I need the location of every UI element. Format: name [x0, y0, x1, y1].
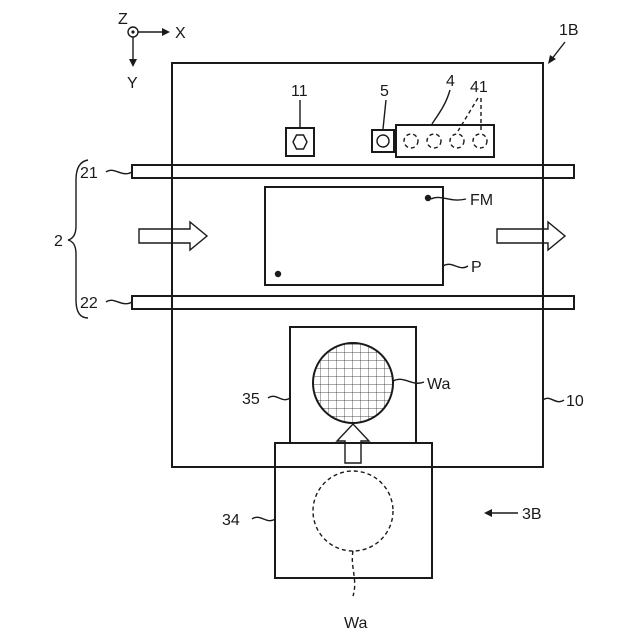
- conveyor-label: 2: [54, 233, 63, 250]
- item-35-label: 35: [242, 391, 260, 408]
- rail-lower-label: 22: [80, 295, 98, 312]
- board-label: P: [471, 259, 482, 276]
- item-34-label: 34: [222, 512, 240, 529]
- frame-label: 10: [566, 393, 584, 410]
- item-5-label: 5: [380, 83, 389, 100]
- fiducial-label: FM: [470, 192, 493, 209]
- outbound-arrow: [497, 222, 565, 250]
- axis-x-label: X: [175, 25, 186, 42]
- component-5: 5: [372, 83, 394, 152]
- component-11: 11: [286, 83, 314, 156]
- machine-ref-label: 1B: [559, 22, 579, 39]
- upper-rail: [132, 165, 574, 178]
- item-4-label: 4: [446, 73, 455, 90]
- camera-lens-icon: [377, 135, 389, 147]
- axis-y-label: Y: [127, 75, 138, 92]
- wafer-lower-label: Wa: [344, 615, 368, 632]
- item-11-label: 11: [291, 83, 308, 100]
- wafer-label: Wa: [427, 376, 451, 393]
- nozzle-icon: [427, 134, 441, 148]
- y-axis-arrowhead: [129, 59, 137, 67]
- component-4: 4 41: [396, 73, 494, 157]
- x-axis-arrowhead: [162, 28, 170, 36]
- fiducial-mark-upper: [425, 195, 431, 201]
- nozzle-icon: [404, 134, 418, 148]
- nozzle-icon: [473, 134, 487, 148]
- coordinate-axes: Z X Y: [118, 11, 186, 92]
- axis-z-label: Z: [118, 11, 128, 28]
- fiducial-mark-lower: [275, 271, 281, 277]
- hex-nut-icon: [293, 135, 307, 149]
- machine-reference: 1B: [548, 22, 579, 64]
- wafer-lower-position: [313, 471, 393, 551]
- unit-reference: 3B: [484, 506, 542, 523]
- unit-3b-label: 3B: [522, 506, 542, 523]
- wafer: [313, 343, 393, 423]
- board: [265, 187, 443, 285]
- rail-upper-label: 21: [80, 165, 98, 182]
- lower-rail: [132, 296, 574, 309]
- item-41-label: 41: [470, 79, 488, 96]
- nozzle-icon: [450, 134, 464, 148]
